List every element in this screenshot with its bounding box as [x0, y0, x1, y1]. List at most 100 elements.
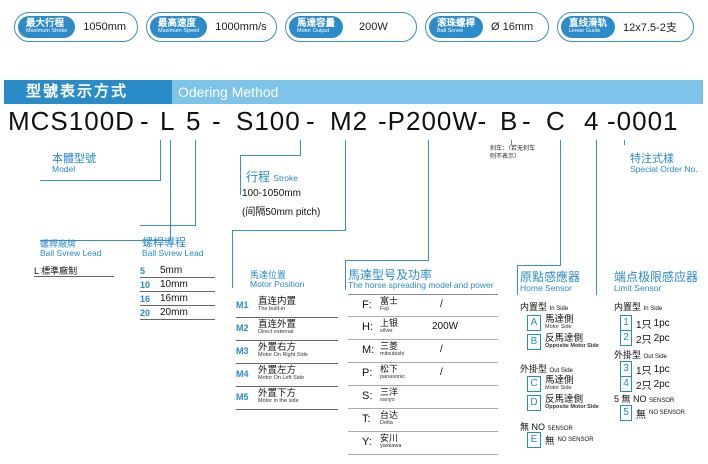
connector-line: [560, 140, 561, 265]
connector-line: [511, 140, 512, 145]
code-dash: -: [140, 106, 150, 136]
code-home: C: [546, 106, 566, 136]
divider: [348, 454, 498, 455]
connector-line: [40, 180, 161, 181]
motorpos-title-en: Motor Position: [250, 279, 305, 289]
special-title-zh: 特注式樣: [630, 153, 674, 165]
screw-item: L 標準廠制: [34, 266, 78, 276]
connector-line: [596, 140, 597, 265]
home-title-zh: 原點感應器: [520, 270, 581, 284]
limit-title-zh: 端点极限感应器: [614, 270, 699, 284]
lead-title-en: Ball Svrew Lead: [142, 248, 204, 258]
spec-value: 12x7.5-2支: [623, 22, 677, 34]
limit-none: 5 無 NO SENSOR: [614, 394, 675, 404]
model-title-en: Model: [52, 164, 76, 174]
code-dash: -: [306, 106, 316, 136]
connector-line: [232, 230, 233, 288]
connector-line: [160, 140, 161, 180]
limit-title-en: Limit Sensor: [614, 283, 662, 293]
connector-line: [596, 265, 597, 295]
stroke-range: 100-1050mm: [242, 188, 301, 199]
code-lead: 5: [186, 106, 202, 136]
connector-line: [170, 140, 171, 240]
screw-title-en: Ball Svrew Lead: [40, 248, 102, 258]
divider: [140, 319, 215, 320]
code-brake: B: [500, 106, 519, 136]
home-inside: 内置型 In Side: [520, 302, 569, 312]
connector-line: [517, 265, 518, 295]
divider: [236, 340, 338, 341]
code-model: MCS100D: [8, 106, 135, 136]
code-limit: 4: [584, 106, 600, 136]
connector-line: [300, 140, 301, 155]
divider: [236, 386, 338, 387]
divider: [348, 339, 498, 340]
connector-line: [345, 140, 346, 230]
code-stroke: S100: [236, 106, 301, 136]
code-dash: -: [522, 106, 532, 136]
divider: [140, 305, 215, 306]
divider: [236, 317, 338, 318]
divider: [348, 431, 498, 432]
connector-line: [624, 140, 625, 145]
divider: [140, 291, 215, 292]
divider: [348, 316, 498, 317]
special-title-en: Special Order No.: [630, 164, 698, 174]
code-special: -0001: [607, 106, 679, 136]
connector-line: [140, 225, 196, 226]
code-dash: -: [212, 106, 222, 136]
model-title-zh: 本體型號: [52, 153, 96, 165]
spec-value: 1050mm: [83, 21, 127, 33]
brake-note: 刹车：（若无刹车则不表示）: [490, 146, 536, 160]
motorpos-title-zh: 馬達位置: [250, 270, 287, 280]
divider: [34, 276, 114, 277]
code-power: -P200W-: [378, 106, 488, 136]
home-outside: 外掛型 Out Side: [520, 364, 573, 374]
divider: [236, 363, 338, 364]
connector-line: [40, 240, 171, 241]
divider: [140, 277, 215, 278]
connector-line: [345, 260, 429, 261]
limit-inside: 内置型 In Side: [614, 302, 663, 312]
limit-outside: 外掛型 Out Side: [614, 350, 667, 360]
code-screw: L: [160, 106, 176, 136]
home-title-en: Home Sensor: [520, 283, 572, 293]
brand-title-en: The horse spreading model and power: [348, 280, 494, 290]
ordering-title-zh: 型號表示方式: [4, 80, 172, 104]
connector-line: [240, 155, 301, 156]
stroke-pitch: (间隔50mm pitch): [242, 207, 321, 218]
divider: [348, 294, 498, 295]
home-none: 無 NO SENSOR: [520, 422, 573, 432]
connector-line: [428, 140, 429, 260]
